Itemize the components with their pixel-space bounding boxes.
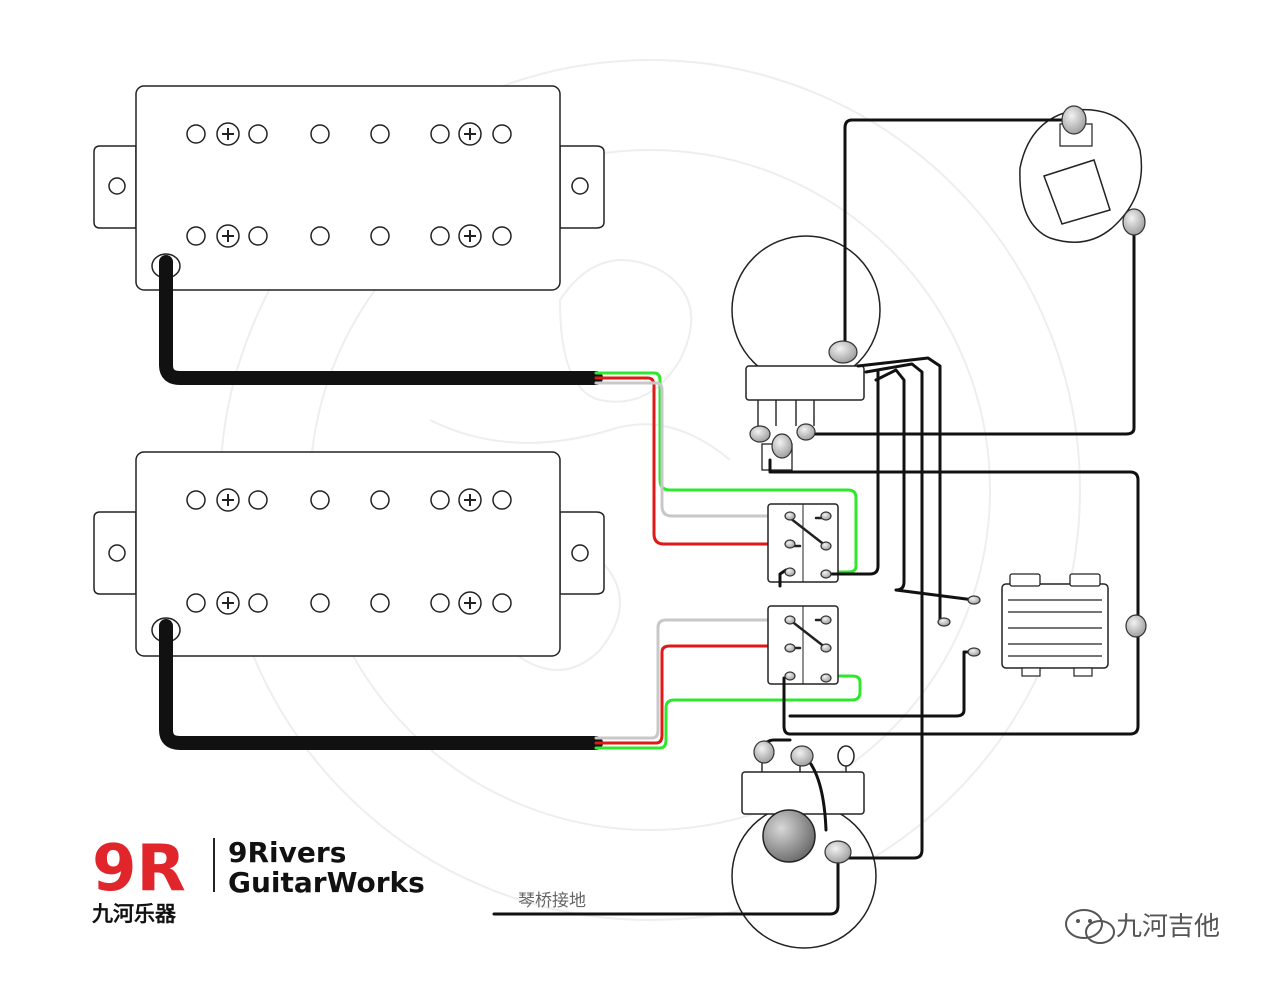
wechat-account: 九河吉他 — [1065, 909, 1220, 944]
solder-lug — [1125, 614, 1147, 638]
pole-piece — [492, 593, 512, 613]
pole-piece — [248, 124, 268, 144]
brand-name-line2: GuitarWorks — [228, 866, 425, 899]
coil-split-switch-1 — [767, 503, 839, 583]
solder-lug — [790, 745, 814, 767]
mounting-hole — [108, 177, 126, 195]
pole-piece — [248, 226, 268, 246]
brand-logo: 9R 9Rivers GuitarWorks 九河乐器 — [91, 832, 425, 926]
solder-lug — [820, 615, 832, 625]
solder-lug — [1061, 105, 1087, 135]
solder-lug — [820, 541, 832, 551]
tone-pot — [731, 745, 877, 949]
solder-lug — [796, 423, 816, 441]
pole-piece — [370, 490, 390, 510]
screw-icon — [216, 591, 240, 615]
screw-icon — [458, 122, 482, 146]
hookup-wires — [492, 118, 1140, 916]
screw-icon — [458, 488, 482, 512]
wechat-account-name: 九河吉他 — [1116, 912, 1220, 942]
pole-piece — [492, 226, 512, 246]
solder-lugs — [749, 105, 1147, 864]
pole-piece — [370, 593, 390, 613]
pole-piece — [430, 593, 450, 613]
screw-icon — [216, 224, 240, 248]
pole-piece — [186, 490, 206, 510]
solder-lug — [937, 617, 951, 627]
solder-lug — [749, 425, 771, 443]
solder-lug — [820, 643, 832, 653]
bridge-ground-label: 琴桥接地 — [518, 891, 586, 911]
solder-lug — [784, 567, 796, 577]
mounting-hole — [108, 544, 126, 562]
pickup-selector-switch — [1001, 573, 1109, 677]
solder-lug — [967, 647, 981, 657]
solder-lug — [820, 511, 832, 521]
pole-piece — [310, 226, 330, 246]
wechat-icon — [1065, 909, 1115, 944]
background-watermark — [219, 59, 1081, 921]
pole-piece — [370, 124, 390, 144]
solder-lug — [771, 433, 793, 459]
mounting-hole — [571, 177, 589, 195]
pole-piece — [310, 124, 330, 144]
solder-lug — [753, 740, 775, 764]
screw-icon — [216, 488, 240, 512]
pole-piece — [248, 593, 268, 613]
pole-piece — [430, 124, 450, 144]
solder-lug — [967, 595, 981, 605]
brand-name-line1: 9Rivers — [228, 836, 346, 869]
capacitor-icon — [762, 809, 816, 863]
pole-piece — [430, 490, 450, 510]
pole-piece — [186, 124, 206, 144]
screw-icon — [458, 224, 482, 248]
pole-pieces — [186, 122, 512, 615]
pole-piece — [310, 593, 330, 613]
solder-lug — [820, 673, 832, 683]
screw-icon — [216, 122, 240, 146]
pole-piece — [370, 226, 390, 246]
pole-piece — [492, 124, 512, 144]
screw-icon — [458, 591, 482, 615]
logo-mark: 9R — [92, 832, 186, 906]
pole-piece — [310, 490, 330, 510]
solder-lug — [824, 840, 852, 864]
solder-lug — [784, 511, 796, 521]
pole-piece — [492, 490, 512, 510]
solder-lug — [784, 643, 796, 653]
bridge-pickup-cable — [159, 618, 862, 750]
output-jack — [1019, 108, 1143, 243]
pole-piece — [248, 490, 268, 510]
pole-piece — [186, 226, 206, 246]
solder-lug — [784, 539, 796, 549]
mounting-hole — [571, 544, 589, 562]
neck-pickup-cable — [159, 255, 858, 574]
solder-lug — [784, 615, 796, 625]
pole-piece — [430, 226, 450, 246]
solder-lug — [1122, 208, 1146, 236]
brand-chinese-name: 九河乐器 — [91, 902, 177, 926]
solder-lug — [820, 569, 832, 579]
pole-piece — [186, 593, 206, 613]
solder-lug — [828, 340, 858, 364]
solder-lug — [784, 671, 796, 681]
